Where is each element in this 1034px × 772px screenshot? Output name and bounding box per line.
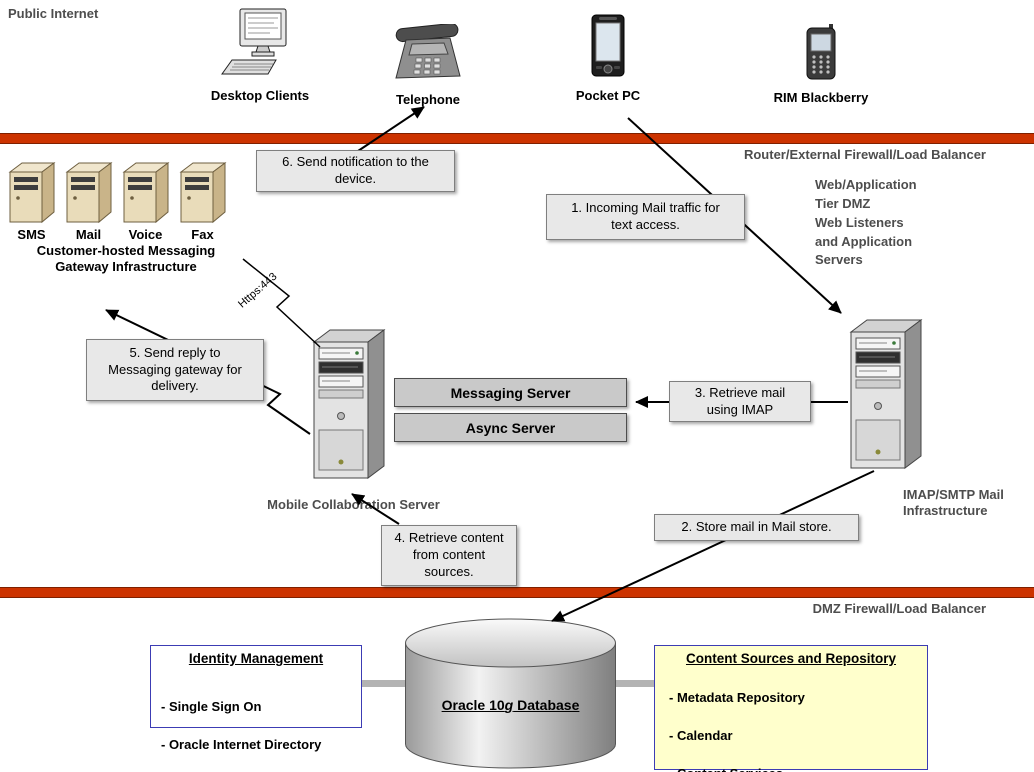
gateway-server-label: Fax [191,227,214,242]
mobile-collab-server-label: Mobile Collaboration Server [267,497,440,512]
async-server-box: Async Server [394,413,627,442]
imap-smtp-server-icon [847,316,925,481]
database-label-part: Database [513,697,580,713]
gateway-server-voice: Voice [118,160,173,242]
device-rim-blackberry: RIM Blackberry [762,24,880,105]
messaging-server-box: Messaging Server [394,378,627,407]
device-label: Pocket PC [575,88,641,103]
annotation-step-1: 1. Incoming Mail traffic for text access… [546,194,745,240]
identity-db-connector [358,680,418,687]
content-sources-box: Content Sources and Repository - Metadat… [654,645,928,772]
telephone-icon [392,22,464,87]
dmz-firewall-label: DMZ Firewall/Load Balancer [812,601,986,616]
blackberry-icon [803,24,839,85]
arrow-step-2 [551,470,875,622]
server-tower-icon [64,160,114,229]
identity-box-title: Identity Management [188,651,324,666]
device-label: Telephone [395,92,461,107]
content-box-item: - Metadata Repository [669,690,805,705]
annotation-step-4: 4. Retrieve content from content sources… [381,525,517,586]
content-box-item: - Content Services [669,764,927,772]
web-app-tier-label: Web/Application Tier DMZ Web Listeners a… [815,177,917,268]
gateway-server-label: Mail [75,227,102,242]
database-cylinder-icon [403,617,618,772]
device-label: Desktop Clients [210,88,310,103]
arrow-step-6 [357,106,425,152]
https-connection-line [242,258,321,348]
server-tower-icon [121,160,171,229]
device-pocket-pc: Pocket PC [556,14,660,103]
device-desktop-clients: Desktop Clients [195,8,325,103]
gateway-server-label: Voice [128,227,163,242]
gateway-server-group: SMS Mail [4,160,230,242]
content-box-title: Content Sources and Repository [685,651,897,666]
pocket-pc-icon [587,14,629,83]
annotation-step-6: 6. Send notification to the device. [256,150,455,192]
public-internet-label: Public Internet [8,6,99,21]
mobile-collab-server-icon [310,326,388,491]
identity-management-box: Identity Management - Single Sign On - O… [150,645,362,752]
dmz-firewall-bar [0,587,1034,598]
database-label-part: g [504,697,514,713]
imap-smtp-label: IMAP/SMTP Mail Infrastructure [903,487,1004,519]
content-box-item: - Calendar [669,728,733,743]
gateway-server-label: SMS [17,227,46,242]
router-firewall-label: Router/External Firewall/Load Balancer [743,147,986,162]
db-content-connector [605,680,660,687]
gateway-server-mail: Mail [61,160,116,242]
router-firewall-bar [0,133,1034,144]
identity-box-item: - Oracle Internet Directory [161,737,322,752]
device-label: RIM Blackberry [773,90,869,105]
database-label-part: Oracle 10 [441,697,505,713]
annotation-step-5: 5. Send reply to Messaging gateway for d… [86,339,264,401]
desktop-clients-icon [218,8,302,83]
database-label: Oracle 10g Database [403,697,618,713]
identity-box-item: - Single Sign On [161,699,262,714]
https-port-label: Https:443 [236,270,280,311]
gateway-caption: Customer-hosted Messaging Gateway Infras… [36,243,216,274]
device-telephone: Telephone [368,22,488,107]
server-tower-icon [7,160,57,229]
gateway-server-fax: Fax [175,160,230,242]
gateway-server-sms: SMS [4,160,59,242]
annotation-step-3: 3. Retrieve mail using IMAP [669,381,811,422]
server-tower-icon [178,160,228,229]
annotation-step-2: 2. Store mail in Mail store. [654,514,859,541]
